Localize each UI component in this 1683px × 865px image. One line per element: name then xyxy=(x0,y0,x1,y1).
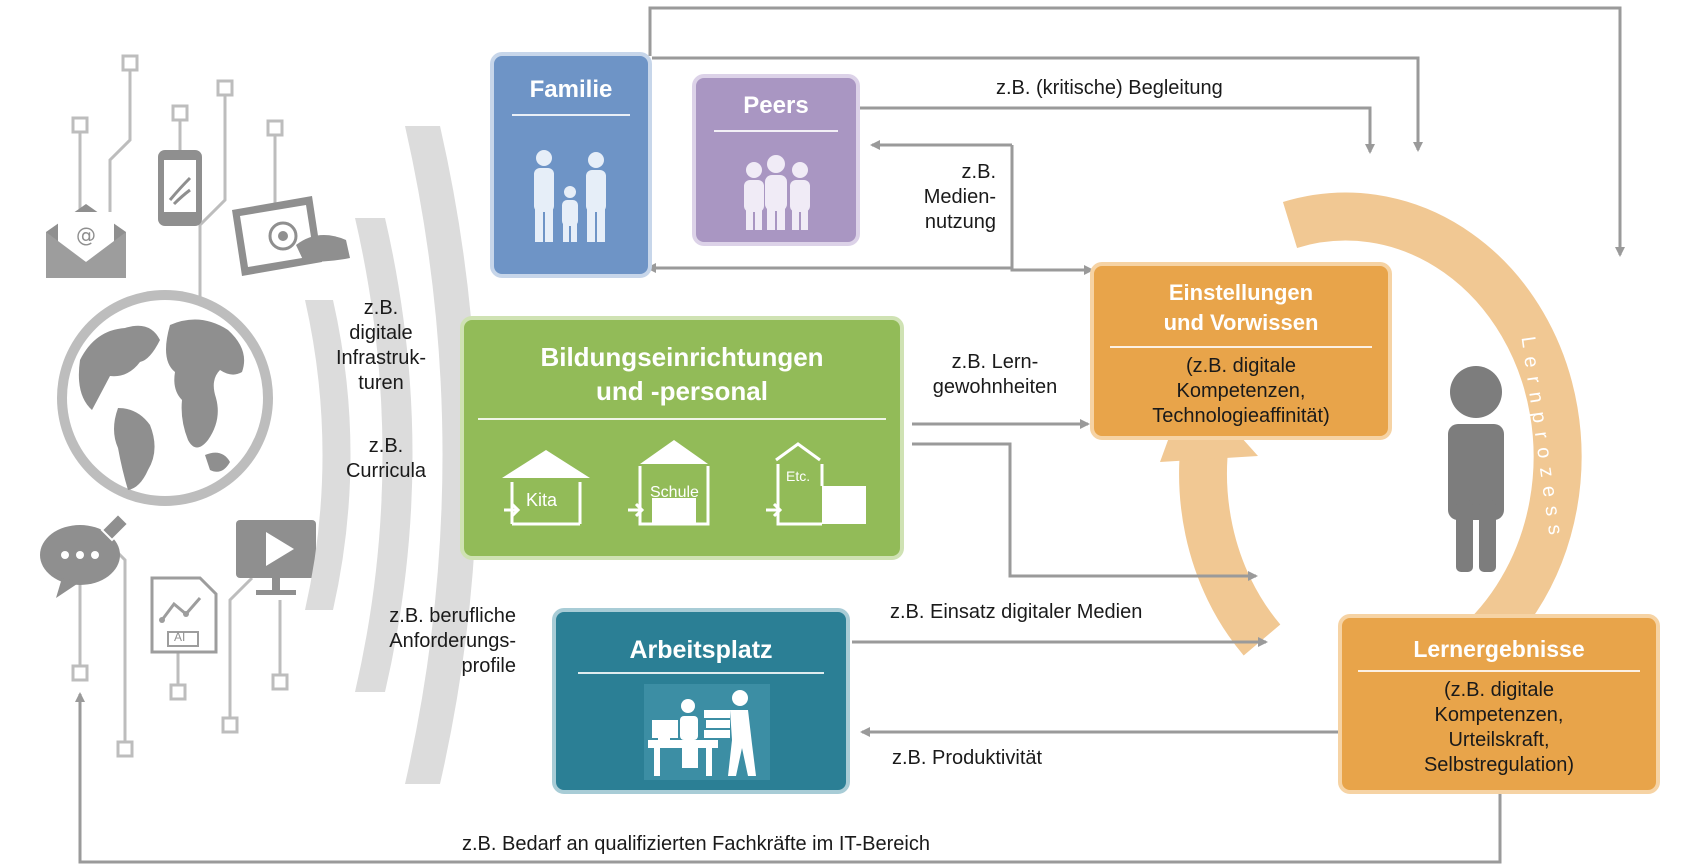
lernergebnisse-details: (z.B. digitale Kompetenzen, Urteilskraft… xyxy=(1342,678,1656,778)
label-lerngewohnheiten: z.B. Lern- gewohnheiten xyxy=(910,350,1080,400)
etc-label: Etc. xyxy=(786,468,811,484)
label-curricula-1: z.B. xyxy=(368,435,404,457)
lernergebnisse-title: Lernergebnisse xyxy=(1413,636,1585,662)
einstellungen-title-1: Einstellungen xyxy=(1168,280,1314,305)
label-mediennutzung-3: nutzung xyxy=(924,211,996,233)
etc-building-icon xyxy=(766,442,866,526)
bildung-box: Bildungseinrichtungen und -personal Kita… xyxy=(460,316,904,560)
label-anforderungsprofile-1: z.B. berufliche xyxy=(389,605,516,627)
peers-box: Peers xyxy=(692,74,860,246)
ai-document-icon xyxy=(150,576,218,654)
einstellungen-detail-2: Kompetenzen, xyxy=(1176,380,1306,402)
label-bedarf: z.B. Bedarf an qualifizierten Fachkräfte… xyxy=(462,833,930,855)
kita-icon xyxy=(502,450,590,526)
circuit-lines xyxy=(71,54,289,758)
label-einsatz: z.B. Einsatz digitaler Medien xyxy=(890,601,1143,623)
label-infrastrukturen: z.B. digitale Infrastruk- turen xyxy=(316,296,446,396)
label-begleitung: z.B. (kritische) Begleitung xyxy=(996,77,1223,99)
einstellungen-box: Einstellungen und Vorwissen (z.B. digita… xyxy=(1090,262,1392,440)
kita-label: Kita xyxy=(526,490,558,510)
family-icon xyxy=(534,150,606,242)
label-curricula-2: Curricula xyxy=(345,460,427,482)
einstellungen-details: (z.B. digitale Kompetenzen, Technologiea… xyxy=(1094,354,1388,429)
label-mediennutzung: z.B. Medien- nutzung xyxy=(890,160,996,235)
arrows xyxy=(75,6,1625,864)
chat-icon xyxy=(40,512,130,598)
globe-icon xyxy=(57,290,273,506)
office-worker-icon xyxy=(644,684,770,780)
lernergebnisse-detail-1: (z.B. digitale xyxy=(1443,679,1555,701)
label-infrastrukturen-4: turen xyxy=(358,372,404,394)
peers-title: Peers xyxy=(743,92,809,119)
ai-icon-label: AI xyxy=(174,630,186,644)
bildung-title-2: und -personal xyxy=(596,376,768,406)
label-lerngewohnheiten-1: z.B. Lern- xyxy=(951,351,1039,373)
school-icon xyxy=(628,440,710,526)
arbeitsplatz-title: Arbeitsplatz xyxy=(629,636,773,664)
label-curricula: z.B. Curricula xyxy=(326,434,446,484)
label-anforderungsprofile-2: Anforderungs- xyxy=(389,630,516,652)
lernergebnisse-detail-2: Kompetenzen, xyxy=(1434,704,1564,726)
label-anforderungsprofile-3: profile xyxy=(461,655,516,677)
phone-icon xyxy=(158,150,202,226)
video-icon xyxy=(236,520,316,595)
svg-text:@: @ xyxy=(76,223,96,247)
label-mediennutzung-2: Medien- xyxy=(923,186,996,208)
einstellungen-title-2: und Vorwissen xyxy=(1163,310,1319,335)
familie-title: Familie xyxy=(529,76,613,103)
lernergebnisse-detail-4: Selbstregulation) xyxy=(1423,754,1575,776)
peers-icon xyxy=(744,155,810,230)
label-infrastrukturen-2: digitale xyxy=(349,322,413,344)
label-produktivitaet: z.B. Produktivität xyxy=(892,747,1043,769)
lernergebnisse-box: Lernergebnisse (z.B. digitale Kompetenze… xyxy=(1338,614,1660,794)
envelope-icon: @ xyxy=(46,204,126,278)
signal-arcs xyxy=(305,126,478,784)
label-infrastrukturen-1: z.B. xyxy=(363,297,399,319)
arbeitsplatz-box: Arbeitsplatz xyxy=(552,608,850,794)
familie-box: Familie xyxy=(490,52,652,278)
einstellungen-detail-1: (z.B. digitale xyxy=(1185,355,1297,377)
label-infrastrukturen-3: Infrastruk- xyxy=(335,347,427,369)
person-icon xyxy=(1448,366,1504,572)
einstellungen-detail-3: Technologieaffinität) xyxy=(1152,405,1330,427)
label-anforderungsprofile: z.B. berufliche Anforderungs- profile xyxy=(330,604,516,679)
schule-label: Schule xyxy=(650,484,699,501)
tablet-icon xyxy=(232,196,350,276)
lernergebnisse-detail-3: Urteilskraft, xyxy=(1448,729,1550,751)
bildung-title-1: Bildungseinrichtungen xyxy=(540,342,824,372)
label-mediennutzung-1: z.B. xyxy=(961,161,996,183)
label-lerngewohnheiten-2: gewohnheiten xyxy=(932,376,1058,398)
